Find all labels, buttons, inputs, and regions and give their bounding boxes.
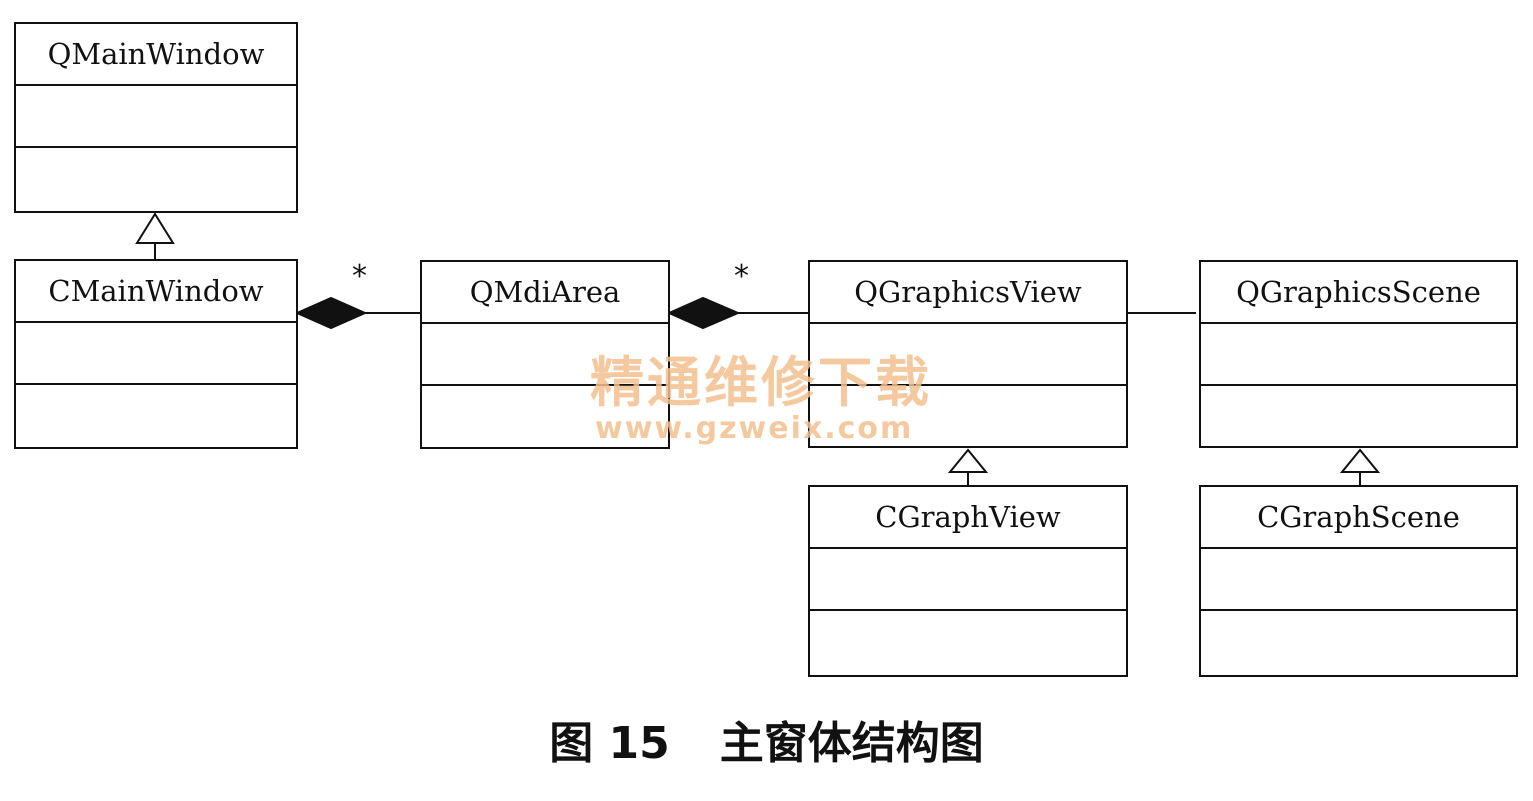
inheritance-arrow-qgraphicsview (947, 448, 989, 473)
multiplicity-label-view: * (734, 259, 749, 294)
class-name: CGraphScene (1201, 487, 1516, 549)
class-attributes (422, 324, 668, 386)
class-qmdiarea: QMdiArea (420, 260, 670, 449)
class-attributes (1201, 549, 1516, 611)
class-operations (810, 386, 1126, 446)
class-attributes (1201, 324, 1516, 386)
class-qgraphicsscene: QGraphicsScene (1199, 260, 1518, 448)
class-qgraphicsview: QGraphicsView (808, 260, 1128, 448)
composition-diamond-mdiarea (666, 296, 741, 330)
inheritance-arrow-qmainwindow (135, 212, 175, 244)
inheritance-arrow-qgraphicsscene (1339, 448, 1381, 473)
class-operations (1201, 611, 1516, 671)
class-attributes (16, 86, 296, 148)
class-operations (1201, 386, 1516, 446)
class-name: QGraphicsScene (1201, 262, 1516, 324)
multiplicity-label-mdi: * (352, 259, 367, 294)
class-operations (810, 611, 1126, 671)
class-cmainwindow: CMainWindow (14, 259, 298, 449)
class-name: CGraphView (810, 487, 1126, 549)
caption-title: 主窗体结构图 (719, 718, 984, 769)
caption-number: 图 15 (549, 718, 670, 769)
class-name: QMdiArea (422, 262, 668, 324)
class-cgraphview: CGraphView (808, 485, 1128, 677)
class-attributes (810, 324, 1126, 386)
composition-diamond-cmainwindow (294, 296, 368, 330)
class-operations (16, 385, 296, 445)
class-operations (422, 386, 668, 446)
class-name: QMainWindow (16, 24, 296, 86)
class-qmainwindow: QMainWindow (14, 22, 298, 213)
class-cgraphscene: CGraphScene (1199, 485, 1518, 677)
class-attributes (16, 323, 296, 385)
class-name: CMainWindow (16, 261, 296, 323)
class-operations (16, 148, 296, 208)
class-attributes (810, 549, 1126, 611)
class-name: QGraphicsView (810, 262, 1126, 324)
